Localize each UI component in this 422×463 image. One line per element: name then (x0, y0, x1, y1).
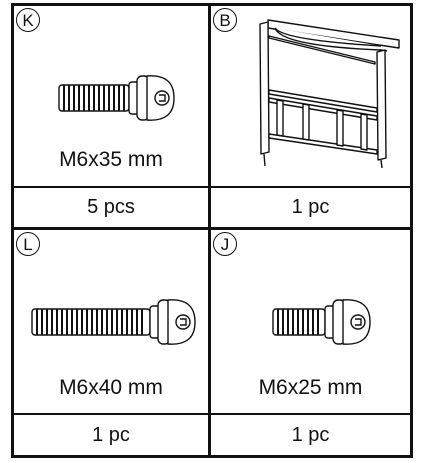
part-id-badge: B (213, 8, 237, 32)
bolt-icon (272, 299, 371, 345)
part-quantity-l: 1 pc (92, 424, 130, 446)
part-cell-j: J M6x25 mm (211, 230, 410, 413)
row-divider-top-qty (11, 186, 413, 188)
part-id-badge: L (16, 232, 40, 256)
bolt-icon (31, 299, 196, 345)
table-border-right (410, 3, 413, 458)
part-size-label: M6x40 mm (59, 376, 163, 399)
row-divider-bottom-qty (11, 413, 413, 415)
table-border-bottom (11, 455, 413, 458)
part-quantity-k: 5 pcs (87, 196, 135, 218)
part-id-label: L (23, 234, 33, 254)
headboard-panel-icon (259, 19, 400, 169)
part-cell-l: L (14, 230, 208, 413)
part-size-label: M6x25 mm (258, 376, 363, 399)
part-cell-b: B (211, 6, 410, 186)
part-id-badge: K (16, 8, 40, 32)
part-quantity-j: 1 pc (291, 424, 330, 446)
part-id-label: J (220, 234, 230, 254)
part-id-label: K (22, 10, 34, 30)
table-border-top (11, 3, 413, 6)
part-id-badge: J (213, 232, 237, 256)
table-border-left (11, 3, 14, 458)
part-quantity-b: 1 pc (291, 196, 330, 218)
part-size-label: M6x35 mm (59, 148, 163, 171)
part-cell-k: K M6x35 mm (14, 6, 208, 186)
column-divider (208, 3, 211, 458)
bolt-icon (58, 75, 175, 121)
row-divider-middle (11, 227, 413, 230)
part-id-label: B (219, 10, 231, 30)
